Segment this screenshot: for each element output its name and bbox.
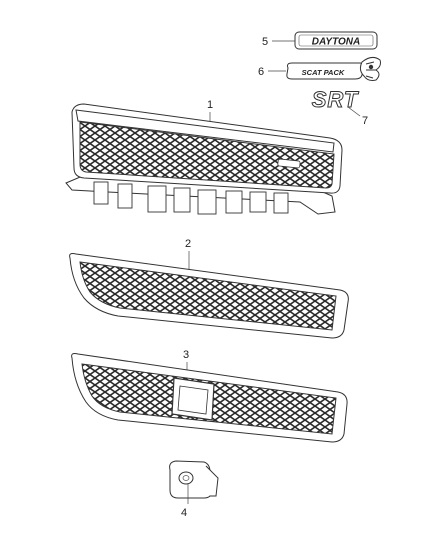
callout-4: 4 bbox=[181, 507, 187, 519]
srt-badge: SRT bbox=[311, 87, 359, 113]
callout-5: 5 bbox=[262, 36, 268, 48]
daytona-badge-text: DAYTONA bbox=[312, 37, 361, 48]
grille-assembly bbox=[65, 103, 343, 215]
callout-2: 2 bbox=[185, 238, 191, 250]
scat-pack-badge-text: SCAT PACK bbox=[302, 68, 345, 77]
srt-badge-text: SRT bbox=[312, 87, 359, 112]
bee-icon bbox=[359, 56, 381, 81]
grille-mesh-insert bbox=[69, 253, 349, 339]
grille-with-camera-opening bbox=[71, 353, 348, 443]
callout-3: 3 bbox=[183, 349, 189, 361]
scat-pack-badge: SCAT PACK bbox=[286, 56, 381, 81]
daytona-badge: DAYTONA bbox=[294, 31, 378, 50]
callout-6: 6 bbox=[258, 66, 264, 78]
camera-bezel bbox=[169, 460, 219, 499]
callout-7: 7 bbox=[362, 115, 368, 127]
callout-1: 1 bbox=[207, 99, 213, 111]
